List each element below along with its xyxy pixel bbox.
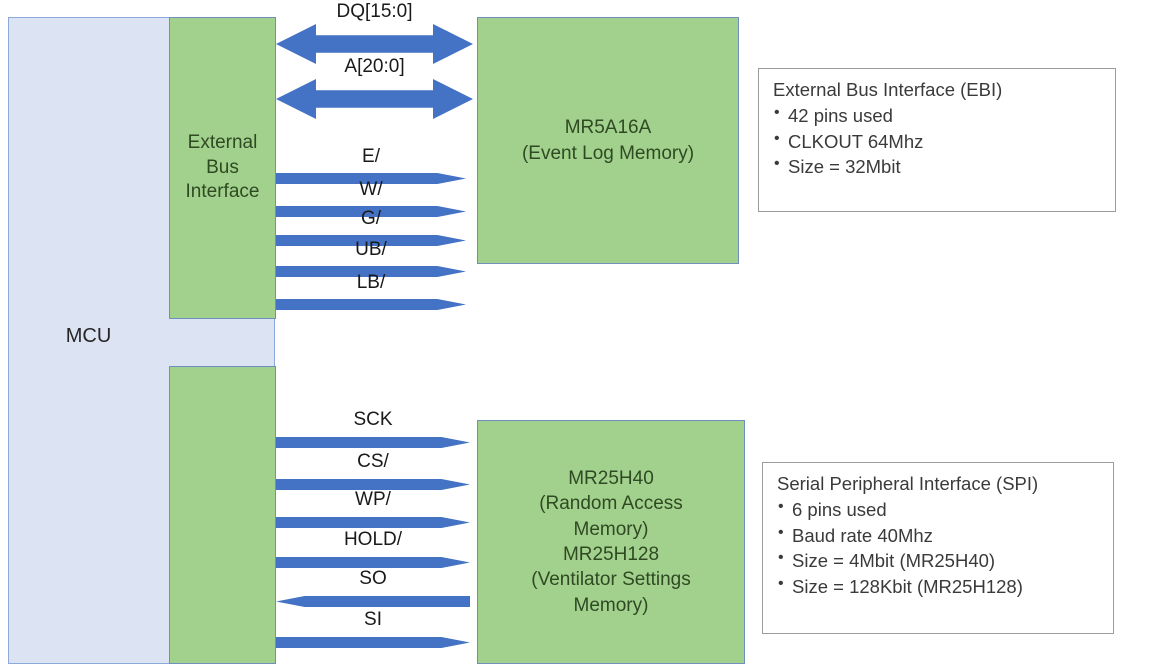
signal-label-si: SI xyxy=(364,609,382,630)
ebi-block-line-3: Interface xyxy=(185,181,260,203)
ebi-note-item: CLKOUT 64Mhz xyxy=(773,128,1103,155)
memory-chip-mr5a16a: MR5A16A (Event Log Memory) xyxy=(477,17,739,264)
spi-note-item: 6 pins used xyxy=(777,496,1101,523)
external-bus-interface-block: External Bus Interface xyxy=(169,17,276,319)
mr25h128-role-line-2: Memory) xyxy=(573,594,649,616)
signal-label-sck: SCK xyxy=(353,409,393,430)
spi-note-item: Baud rate 40Mhz xyxy=(777,522,1101,549)
mr5a16a-role: (Event Log Memory) xyxy=(521,142,695,164)
signal-label-cs: CS/ xyxy=(357,451,389,472)
signal-arrow-dq150 xyxy=(276,24,473,64)
signal-arrow-hold xyxy=(276,557,470,568)
signal-label-e: E/ xyxy=(362,146,380,167)
mr25h40-role-line-1: (Random Access xyxy=(539,493,683,515)
signal-label-hold: HOLD/ xyxy=(343,529,403,550)
signal-arrow-e xyxy=(276,173,466,184)
signal-arrow-ub xyxy=(276,266,466,277)
spi-note-box: Serial Peripheral Interface (SPI) 6 pins… xyxy=(762,462,1114,634)
signal-label-ub: UB/ xyxy=(355,239,387,260)
ebi-note-item: Size = 32Mbit xyxy=(773,153,1103,180)
spi-interface-block xyxy=(169,366,276,664)
signal-arrow-wp xyxy=(276,517,470,528)
mr25h128-part-number: MR25H128 xyxy=(562,544,660,565)
signal-arrow-g xyxy=(276,235,466,246)
spi-note-list: 6 pins used Baud rate 40Mhz Size = 4Mbit… xyxy=(777,496,1101,600)
ebi-note-title: External Bus Interface (EBI) xyxy=(773,79,1003,100)
signal-arrow-cs xyxy=(276,479,470,490)
signal-arrow-so xyxy=(276,596,470,607)
ebi-note-box: External Bus Interface (EBI) 42 pins use… xyxy=(758,68,1116,212)
signal-label-a200: A[20:0] xyxy=(344,56,405,77)
signal-label-dq150: DQ[15:0] xyxy=(336,1,413,22)
spi-note-item: Size = 4Mbit (MR25H40) xyxy=(777,547,1101,574)
mr5a16a-part-number: MR5A16A xyxy=(564,117,652,139)
mr25h128-role-line-1: (Ventilator Settings xyxy=(531,569,691,591)
signal-label-g: G/ xyxy=(360,208,382,229)
mr25h40-part-number: MR25H40 xyxy=(568,468,654,490)
ebi-block-line-1: External xyxy=(187,131,258,153)
signal-arrow-si xyxy=(276,637,470,648)
signal-label-so: SO xyxy=(359,568,387,589)
memory-chip-mr25h: MR25H40 (Random Access Memory) MR25H128 … xyxy=(477,420,745,664)
ebi-note-item: 42 pins used xyxy=(773,102,1103,129)
signal-arrow-w xyxy=(276,206,466,217)
signal-arrow-a200 xyxy=(276,79,473,119)
spi-note-item: Size = 128Kbit (MR25H128) xyxy=(777,573,1101,600)
ebi-note-list: 42 pins used CLKOUT 64Mhz Size = 32Mbit xyxy=(773,102,1103,180)
spi-note-title: Serial Peripheral Interface (SPI) xyxy=(777,473,1039,494)
signal-label-lb: LB/ xyxy=(356,272,386,293)
ebi-block-line-2: Bus xyxy=(206,156,239,178)
signal-label-w: W/ xyxy=(359,179,383,200)
signal-label-wp: WP/ xyxy=(355,489,391,510)
signal-arrow-lb xyxy=(276,299,466,310)
mr25h40-role-line-2: Memory) xyxy=(573,518,649,540)
mcu-label: MCU xyxy=(65,325,112,347)
signal-arrow-sck xyxy=(276,437,470,448)
